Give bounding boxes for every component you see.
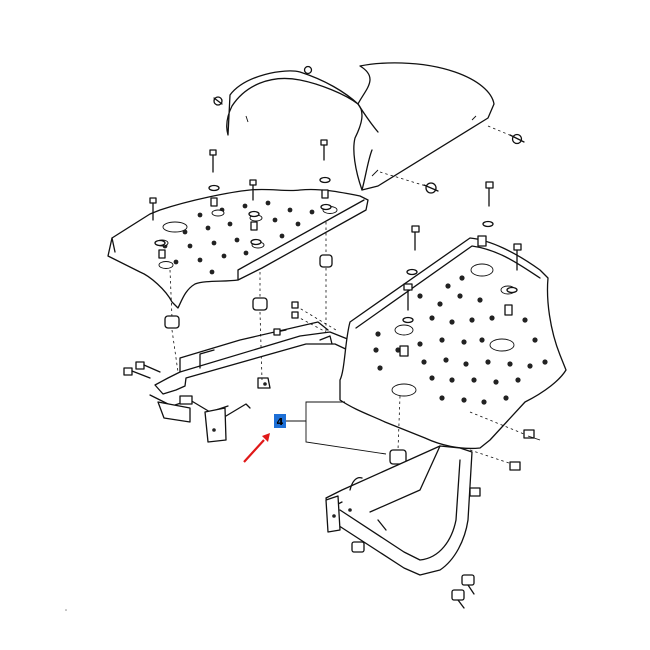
left-plate-bolts (149, 139, 332, 259)
callout-4[interactable]: 4 (274, 401, 387, 455)
cover-bolt-right (487, 125, 525, 145)
bottom-bolts (451, 574, 475, 609)
top-cover (226, 62, 495, 191)
red-arrow-icon (243, 433, 270, 463)
left-support-frame (149, 321, 357, 443)
speck (65, 609, 67, 611)
callout-number: 4 (277, 417, 284, 428)
right-isolator-mount (389, 395, 407, 531)
right-frame-bolts (469, 411, 541, 471)
cover-bolt-left (213, 96, 223, 106)
right-plate-holes (373, 275, 548, 405)
cover-bolt-bottom (379, 171, 439, 194)
left-frame-bolts (123, 301, 337, 379)
cover-bolt-top (303, 65, 313, 75)
isolator-mounts (164, 222, 333, 381)
right-plate-bolts (399, 181, 522, 357)
callout-box (274, 414, 286, 428)
right-support-frame (325, 445, 481, 576)
right-platform-plate (339, 237, 567, 450)
left-platform-plate (107, 188, 369, 309)
